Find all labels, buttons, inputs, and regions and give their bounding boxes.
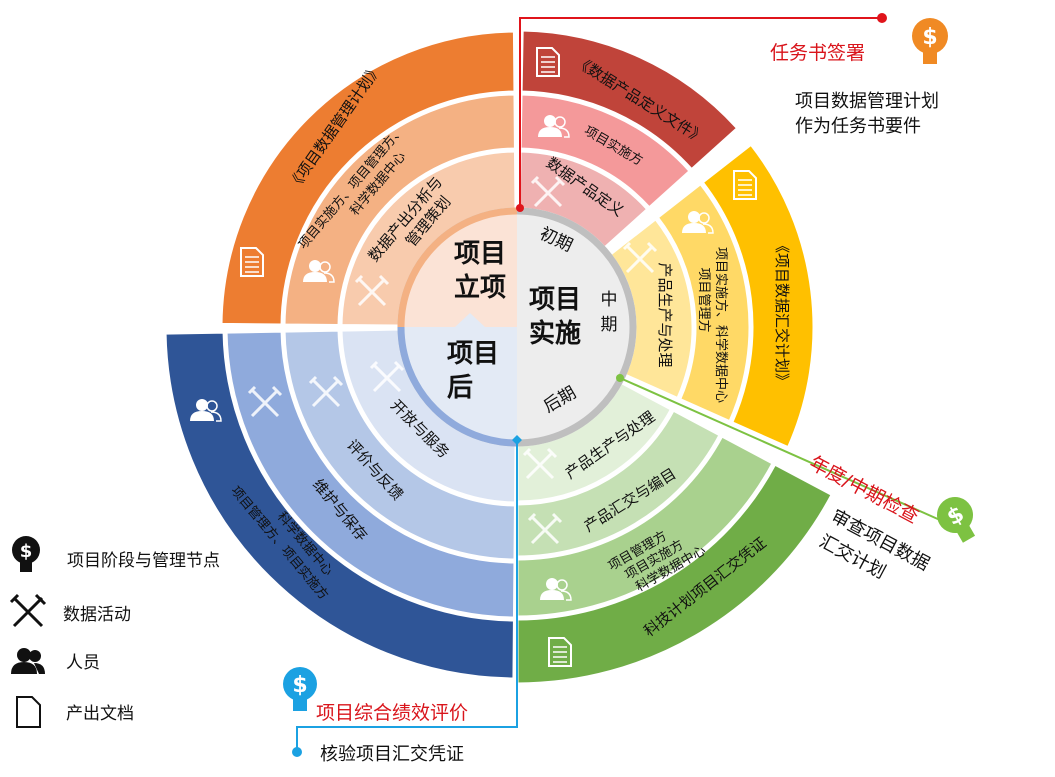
callout-annual-check: $ — [616, 374, 976, 543]
tools-icon — [9, 593, 47, 628]
legend-label-milestone: 项目阶段与管理节点 — [67, 551, 220, 571]
yellow-document-label: 《项目数据汇交计划》 — [773, 238, 791, 388]
phase-implementation-line2: 实施 — [529, 318, 581, 349]
center-circle — [397, 207, 637, 447]
rings — [163, 28, 835, 686]
stage-middle-1: 中 — [601, 290, 618, 310]
stage-middle-2: 期 — [601, 315, 618, 335]
blue-activity2-ring — [282, 328, 517, 562]
svg-text:$: $ — [20, 541, 33, 562]
yellow-document-ring — [700, 142, 816, 450]
yellow-people-label-2: 项目管理方 — [696, 267, 712, 332]
dollar-bulb-icon: $ — [937, 497, 976, 543]
blue-activity3-ring — [224, 329, 517, 620]
callout-signing-desc-1: 项目数据管理计划 — [795, 91, 939, 112]
callout-signing-title: 任务书签署 — [770, 42, 865, 64]
legend-label-people: 人员 — [66, 653, 100, 673]
callout-signing-desc-2: 作为任务书要件 — [795, 116, 921, 137]
callout-final-title: 项目综合绩效评价 — [316, 702, 468, 724]
orange-document-ring — [219, 29, 517, 327]
legend-label-activity: 数据活动 — [63, 605, 131, 625]
people-icon — [11, 648, 45, 674]
phase-implementation-line1: 项目 — [529, 285, 581, 315]
phase-initiation-line1: 项目 — [454, 239, 506, 269]
dollar-bulb-icon: $ — [12, 536, 40, 572]
dollar-bulb-icon: $ — [912, 18, 948, 64]
yellow-people-label-1: 项目实施方、科学数据中心 — [713, 247, 729, 403]
phase-post-line1: 项目 — [447, 339, 499, 369]
phase-post-line2: 后 — [447, 373, 473, 403]
svg-text:$: $ — [292, 673, 307, 698]
callout-signing: $ — [516, 13, 948, 212]
svg-text:$: $ — [922, 25, 937, 50]
legend-label-document: 产出文档 — [66, 704, 134, 724]
callout-final-evaluation: $ — [283, 435, 522, 757]
document-icon — [16, 696, 41, 728]
red-people-ring — [518, 92, 693, 211]
dollar-bulb-icon: $ — [283, 667, 317, 711]
yellow-people-ring — [655, 181, 752, 424]
orange-people-ring — [282, 92, 517, 327]
blue-people-ring — [163, 330, 516, 681]
phase-initiation-line2: 立项 — [454, 272, 506, 303]
red-document-ring — [519, 28, 740, 172]
yellow-activity-label: 产品生产与处理 — [656, 262, 674, 367]
callout-final-desc: 核验项目汇交凭证 — [320, 744, 464, 765]
legend: $ 项目阶段与管理节点 数据活动 人员 产出文档 — [9, 536, 220, 728]
